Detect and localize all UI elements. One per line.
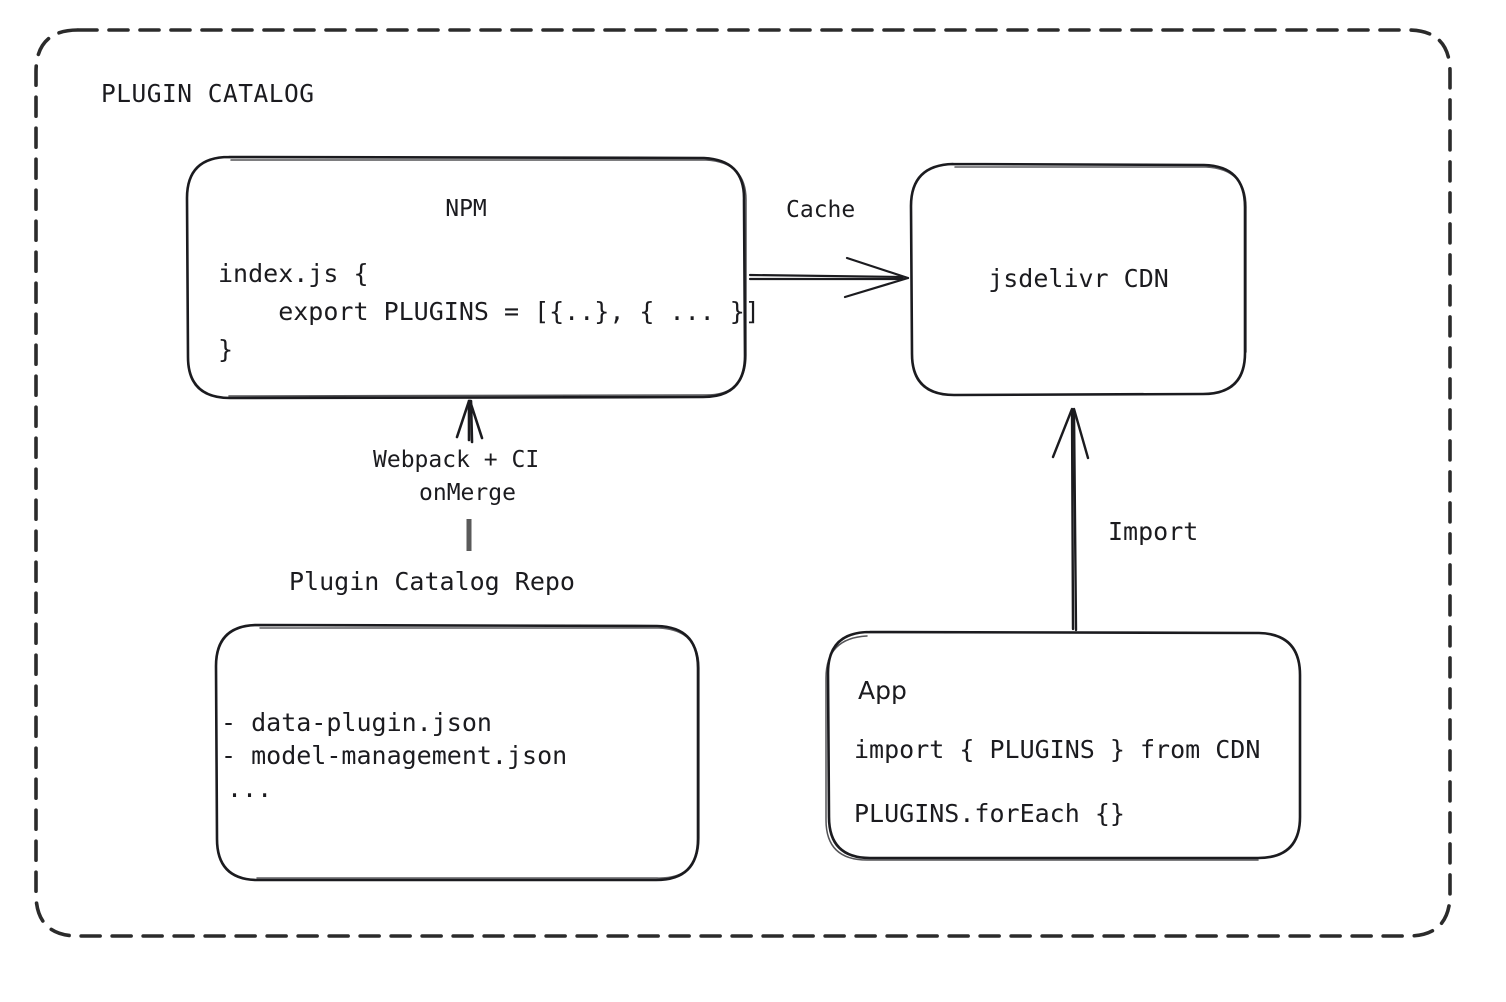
node-app-title: App — [858, 676, 907, 705]
node-cdn-title: jsdelivr CDN — [988, 264, 1169, 293]
edge-label-import: Import — [1108, 517, 1199, 546]
edge-label-onmerge: onMerge — [419, 480, 516, 506]
edge-label-webpack-ci: Webpack + CI — [373, 447, 540, 473]
node-npm-code-line-2: export PLUGINS = [{..}, { ... }] — [218, 297, 760, 326]
node-app-code-line-2: PLUGINS.forEach {} — [854, 799, 1125, 828]
edge-app-to-cdn-arrow — [1051, 407, 1090, 632]
node-repo-item-2: - model-management.json — [221, 741, 568, 770]
group-title: PLUGIN CATALOG — [101, 79, 315, 108]
node-repo-item-3: ... — [227, 774, 273, 803]
edge-label-cache: Cache — [786, 197, 856, 223]
edge-npm-to-cdn-arrow — [748, 256, 910, 299]
node-npm-code-line-1: index.js { — [218, 259, 369, 288]
node-repo-item-1: - data-plugin.json — [221, 708, 492, 737]
node-npm-title: NPM — [445, 196, 487, 222]
node-app-code-line-1: import { PLUGINS } from CDN — [854, 735, 1261, 764]
node-npm-code-line-3: } — [218, 335, 234, 364]
node-repo-caption: Plugin Catalog Repo — [289, 567, 575, 596]
edge-repo-to-npm-arrow — [455, 399, 484, 444]
